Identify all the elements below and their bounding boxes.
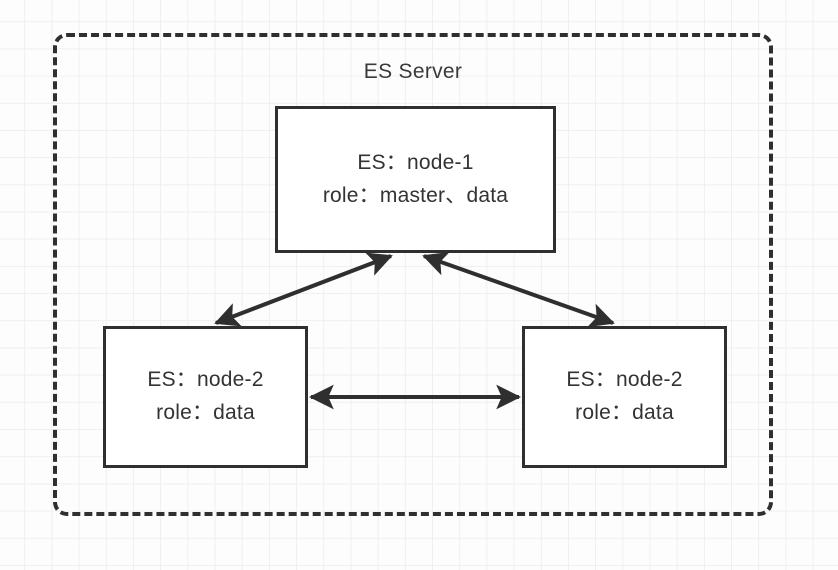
node-data-left-role: role：data [156, 401, 255, 424]
node-master-role: role：master、data [322, 183, 509, 207]
node-master[interactable]: ES：node-1 role：master、data [275, 106, 556, 253]
node-data-right-role: role：data [575, 401, 674, 424]
es-server-title: ES Server [363, 60, 463, 83]
es-server-container [53, 33, 773, 516]
node-data-right[interactable]: ES：node-2 role：data [522, 326, 727, 468]
node-master-name: ES：node-1 [357, 150, 474, 174]
node-data-left[interactable]: ES：node-2 role：data [103, 326, 308, 468]
node-data-right-name: ES：node-2 [566, 368, 683, 392]
node-data-left-name: ES：node-2 [147, 368, 264, 392]
